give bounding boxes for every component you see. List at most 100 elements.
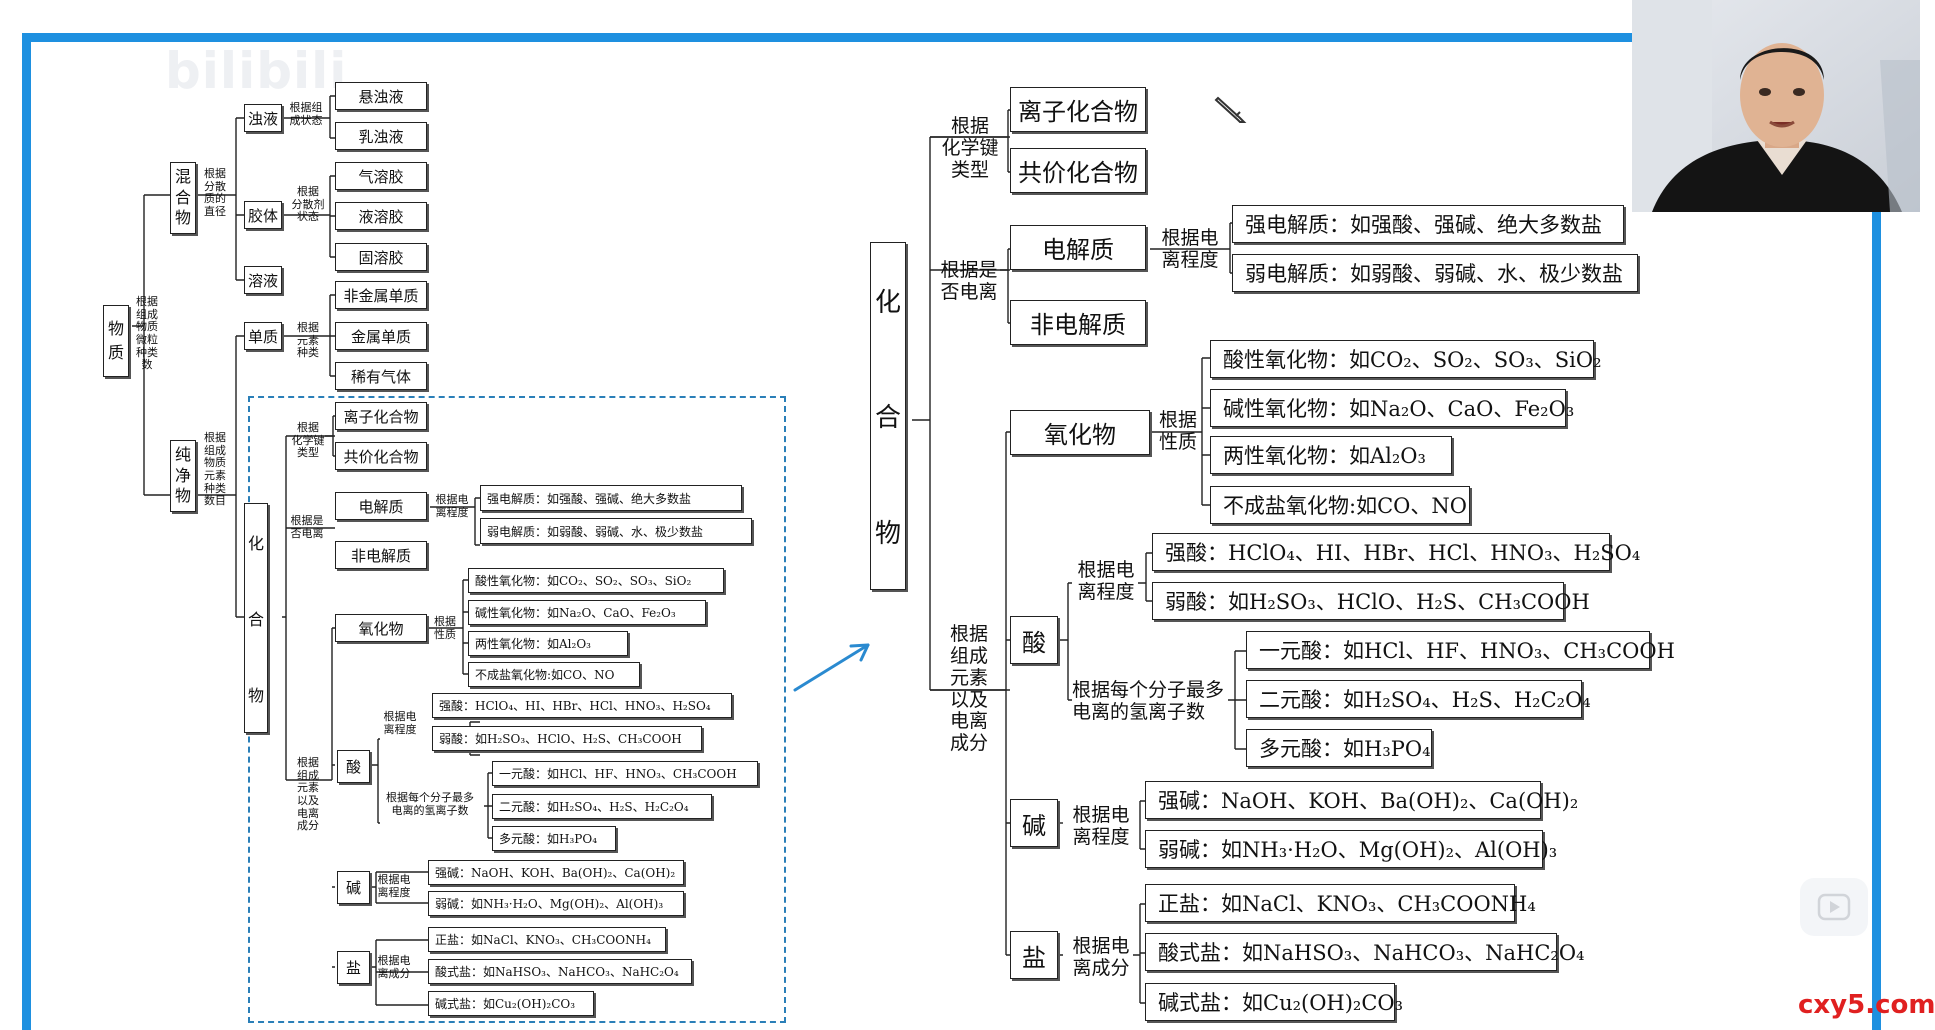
compound-char: 物	[247, 686, 264, 705]
basis-bond-small: 根据 化学键 类型	[291, 421, 325, 460]
node-ionic-small: 离子化合物	[335, 402, 427, 430]
node-di-acid: 二元酸：如H₂SO₄、H₂S、H₂C₂O₄	[1246, 680, 1591, 718]
node-base: 碱	[1010, 799, 1058, 847]
node-strong-electrolyte: 强电解质：如强酸、强碱、绝大多数盐	[1232, 205, 1624, 243]
node-solution: 溶液	[244, 266, 282, 294]
bilibili-watermark: bilibili	[165, 42, 348, 100]
basis-ionize-degree-small: 根据电 离程度	[435, 493, 469, 519]
basis-acid-degree-small: 根据电 离程度	[383, 710, 417, 736]
node-strong-base-small: 强碱：NaOH、KOH、Ba(OH)₂、Ca(OH)₂	[428, 860, 684, 885]
basis-bond: 根据 化学键 类型	[941, 115, 999, 181]
node-pure: 纯 净 物	[170, 440, 196, 512]
node-strong-acid: 强酸：HClO₄、HI、HBr、HCl、HNO₃、H₂SO₄	[1152, 533, 1640, 571]
node-oxide-small: 氧化物	[335, 614, 427, 642]
node-compound-small: 化 合 物	[244, 503, 268, 733]
presenter-webcam	[1632, 0, 1920, 212]
node-salt-small: 盐	[337, 951, 370, 984]
node-aerosol: 气溶胶	[335, 162, 427, 190]
compound-char: 化	[247, 534, 264, 553]
pen-cursor-icon	[1214, 96, 1247, 123]
node-di-acid-small: 二元酸：如H₂SO₄、H₂S、H₂C₂O₄	[492, 794, 712, 819]
node-element: 单质	[244, 322, 282, 350]
node-acidic-oxide-small: 酸性氧化物：如CO₂、SO₂、SO₃、SiO₂	[468, 568, 724, 593]
basis-mixture: 根据 分散 质的 直径	[204, 167, 226, 218]
node-weak-acid-small: 弱酸：如H₂SO₃、HClO、H₂S、CH₃COOH	[432, 726, 702, 751]
basis-ionize-degree: 根据电 离程度	[1161, 227, 1219, 271]
compound-char: 合	[874, 403, 901, 434]
node-salt: 盐	[1010, 931, 1058, 979]
node-covalent: 共价化合物	[1010, 148, 1146, 193]
node-solid-sol: 固溶胶	[335, 243, 427, 271]
node-acid-salt: 酸式盐：如NaHSO₃、NaHCO₃、NaHC₂O₄	[1145, 933, 1584, 971]
basis-substance: 根据 组成 物质 微粒 种类 数	[136, 295, 158, 372]
node-emulsion: 乳浊液	[335, 122, 427, 150]
node-strong-electrolyte-small: 强电解质：如强酸、强碱、绝大多数盐	[480, 485, 742, 511]
node-neutral-oxide: 不成盐氧化物:如CO、NO	[1210, 486, 1470, 524]
node-weak-electrolyte-small: 弱电解质：如弱酸、弱碱、水、极少数盐	[480, 518, 752, 544]
node-basic-salt: 碱式盐：如Cu₂(OH)₂CO₃	[1145, 983, 1403, 1021]
basis-acid-h-small: 根据每个分子最多 电离的氢离子数	[386, 791, 474, 817]
node-weak-base-small: 弱碱：如NH₃·H₂O、Mg(OH)₂、Al(OH)₃	[428, 891, 684, 916]
compound-char: 化	[874, 288, 901, 319]
basis-element: 根据 元素 种类	[297, 321, 319, 360]
node-acid: 酸	[1010, 616, 1058, 664]
basis-acid-h: 根据每个分子最多 电离的氢离子数	[1072, 679, 1225, 723]
basis-oxide-small: 根据 性质	[434, 615, 456, 641]
basis-salt: 根据电 离成分	[1072, 935, 1130, 979]
node-substance: 物 质	[103, 305, 129, 377]
node-weak-electrolyte: 弱电解质：如弱酸、弱碱、水、极少数盐	[1232, 254, 1638, 292]
node-acid-small: 酸	[337, 750, 370, 783]
node-ionic: 离子化合物	[1010, 87, 1146, 132]
basis-composition: 根据 组成 元素 以及 电离 成分	[949, 623, 988, 755]
basis-turbid: 根据组 成状态	[289, 101, 323, 127]
node-strong-acid-small: 强酸：HClO₄、HI、HBr、HCl、HNO₃、H₂SO₄	[432, 693, 732, 718]
node-poly-acid: 多元酸：如H₃PO₄	[1246, 729, 1432, 767]
node-basic-oxide-small: 碱性氧化物：如Na₂O、CaO、Fe₂O₃	[468, 600, 706, 625]
node-colloid: 胶体	[244, 201, 282, 229]
node-compound: 化 合 物	[870, 242, 906, 590]
node-turbid: 浊液	[244, 104, 282, 132]
node-poly-acid-small: 多元酸：如H₃PO₄	[492, 826, 616, 851]
node-metal: 金属单质	[335, 322, 427, 350]
frame-top-bar	[22, 33, 1632, 42]
node-nonelectrolyte: 非电解质	[1010, 300, 1146, 345]
node-acidic-oxide: 酸性氧化物：如CO₂、SO₂、SO₃、SiO₂	[1210, 340, 1601, 378]
node-mixture: 混 合 物	[170, 162, 196, 234]
basis-ionize-small: 根据是 否电离	[290, 514, 324, 540]
node-strong-base: 强碱：NaOH、KOH、Ba(OH)₂、Ca(OH)₂	[1145, 781, 1578, 819]
node-electrolyte: 电解质	[1010, 225, 1146, 270]
site-watermark: cxy5.com	[1798, 990, 1935, 1020]
node-neutral-oxide-small: 不成盐氧化物:如CO、NO	[468, 662, 640, 687]
node-weak-acid: 弱酸：如H₂SO₃、HClO、H₂S、CH₃COOH	[1152, 582, 1590, 620]
node-liquid-sol: 液溶胶	[335, 202, 427, 230]
node-covalent-small: 共价化合物	[335, 442, 427, 470]
basis-base: 根据电 离程度	[1072, 804, 1130, 848]
node-basic-salt-small: 碱式盐：如Cu₂(OH)₂CO₃	[428, 991, 594, 1016]
node-suspension: 悬浊液	[335, 82, 427, 110]
frame-right-bar	[1872, 212, 1881, 1030]
basis-ionize: 根据是 否电离	[940, 259, 998, 303]
node-amphoteric-oxide-small: 两性氧化物：如Al₂O₃	[468, 631, 628, 656]
basis-colloid: 根据 分散剂 状态	[291, 185, 325, 224]
node-weak-base: 弱碱：如NH₃·H₂O、Mg(OH)₂、Al(OH)₃	[1145, 830, 1557, 868]
node-base-small: 碱	[337, 871, 370, 904]
basis-composition-small: 根据 组成 元素 以及 电离 成分	[297, 756, 319, 833]
node-mono-acid: 一元酸：如HCl、HF、HNO₃、CH₃COOH	[1246, 631, 1675, 669]
play-overlay-icon[interactable]	[1800, 878, 1868, 936]
node-noble-gas: 稀有气体	[335, 362, 427, 390]
compound-char: 物	[874, 518, 901, 549]
basis-oxide: 根据 性质	[1158, 409, 1197, 453]
node-normal-salt: 正盐：如NaCl、KNO₃、CH₃COONH₄	[1145, 884, 1536, 922]
node-amphoteric-oxide: 两性氧化物：如Al₂O₃	[1210, 436, 1452, 474]
node-normal-salt-small: 正盐：如NaCl、KNO₃、CH₃COONH₄	[428, 927, 666, 952]
node-oxide: 氧化物	[1010, 410, 1150, 455]
presenter-image	[1632, 0, 1920, 212]
node-nonmetal: 非金属单质	[335, 281, 427, 309]
node-electrolyte-small: 电解质	[335, 492, 427, 520]
basis-salt-small: 根据电 离成分	[377, 954, 411, 980]
node-mono-acid-small: 一元酸：如HCl、HF、HNO₃、CH₃COOH	[492, 761, 758, 786]
basis-acid-degree: 根据电 离程度	[1077, 559, 1135, 603]
node-acid-salt-small: 酸式盐：如NaHSO₃、NaHCO₃、NaHC₂O₄	[428, 959, 692, 984]
basis-pure: 根据 组成 物质 元素 种类 数目	[204, 431, 226, 508]
frame-left-bar	[22, 33, 31, 1030]
